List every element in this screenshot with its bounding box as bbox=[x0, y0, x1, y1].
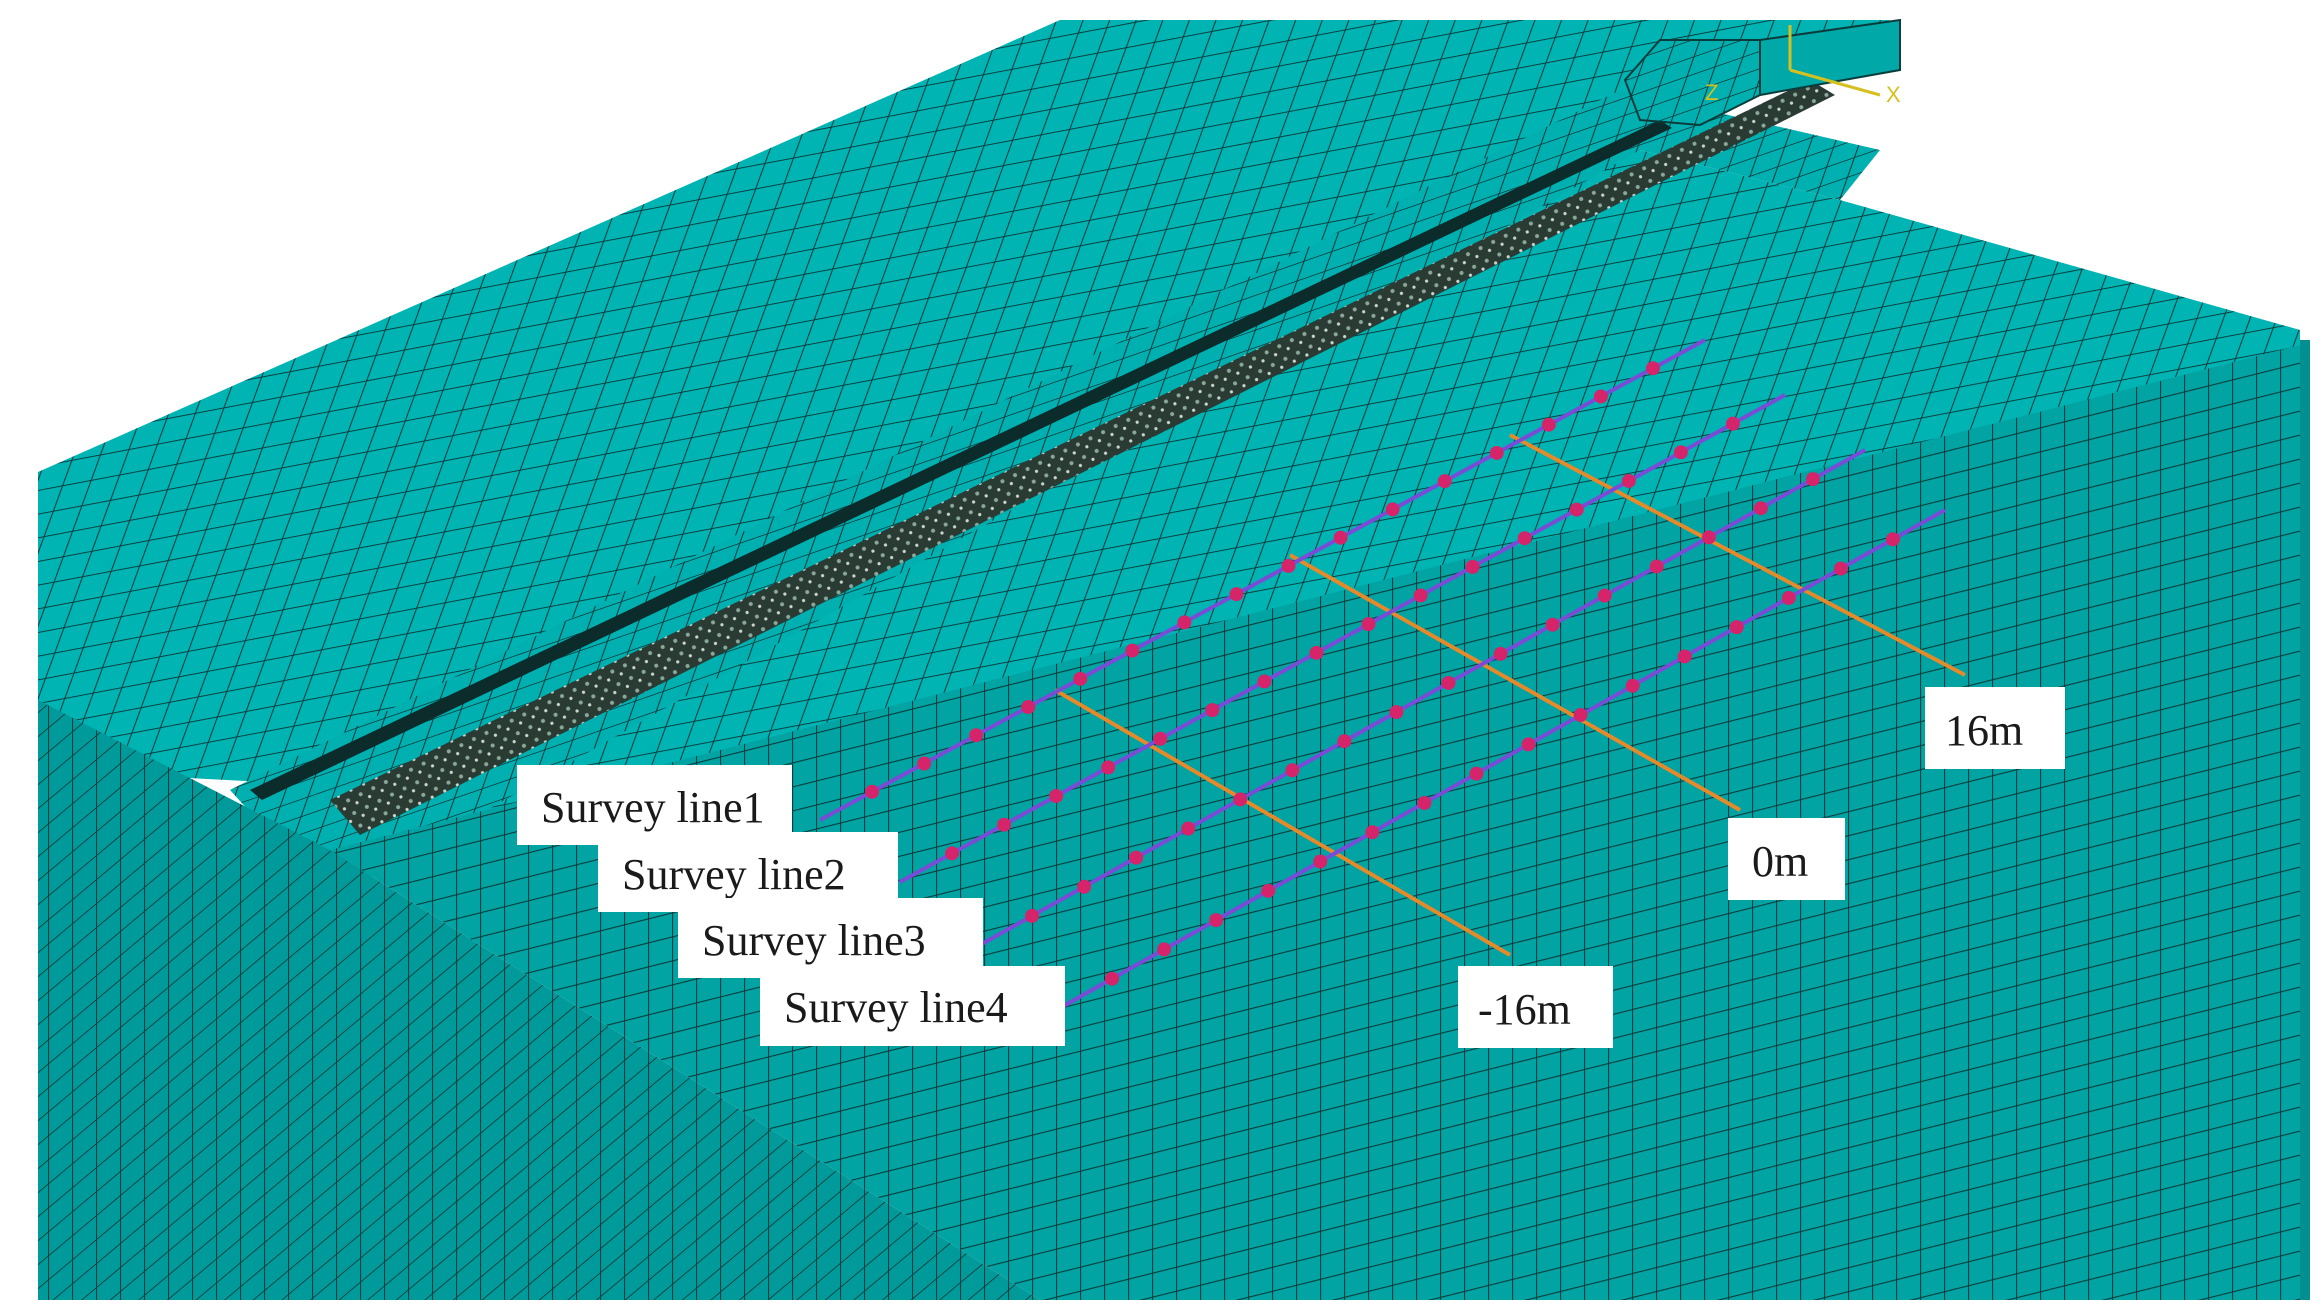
measurement-point bbox=[1645, 361, 1660, 376]
measurement-point bbox=[1545, 617, 1560, 632]
measurement-point bbox=[1233, 792, 1248, 807]
measurement-point bbox=[1049, 789, 1064, 804]
embankment-slope bbox=[230, 90, 1880, 900]
measurement-point bbox=[1649, 559, 1664, 574]
measurement-point bbox=[1753, 501, 1768, 516]
measurement-point bbox=[1833, 561, 1848, 576]
measurement-point bbox=[1105, 971, 1120, 986]
section-line-16 bbox=[1509, 433, 1966, 677]
measurement-point bbox=[1025, 908, 1040, 923]
axis-triad: X Z bbox=[1705, 25, 1901, 107]
axis-z-label: Z bbox=[1705, 80, 1718, 105]
measurement-point bbox=[917, 756, 932, 771]
measurement-point bbox=[1701, 530, 1716, 545]
measurement-point bbox=[1177, 615, 1192, 630]
measurement-point bbox=[1625, 678, 1640, 693]
survey-line3-label: Survey line3 bbox=[702, 916, 926, 965]
measurement-point bbox=[1677, 649, 1692, 664]
measurement-point bbox=[865, 784, 880, 799]
measurement-point bbox=[1333, 530, 1348, 545]
measurement-point bbox=[1593, 389, 1608, 404]
measurement-point bbox=[1209, 913, 1224, 928]
measurement-point bbox=[1573, 708, 1588, 723]
survey-line-labels: Survey line1 Survey line2 Survey line3 S… bbox=[517, 765, 1065, 1046]
measurement-point bbox=[1021, 700, 1036, 715]
measurement-point bbox=[1229, 587, 1244, 602]
section-labels: -16m 0m 16m bbox=[1458, 687, 2065, 1048]
measurement-point bbox=[1805, 472, 1820, 487]
measurement-point bbox=[1493, 646, 1508, 661]
measurement-point bbox=[1385, 502, 1400, 517]
mesh-side-face-right bbox=[2300, 340, 2310, 1300]
measurement-point bbox=[945, 846, 960, 861]
measurement-point bbox=[1781, 590, 1796, 605]
measurement-point bbox=[1517, 531, 1532, 546]
track-gap bbox=[250, 120, 1672, 800]
measurement-point bbox=[1361, 617, 1376, 632]
section-lines bbox=[1053, 433, 1966, 957]
measurement-point bbox=[1101, 760, 1116, 775]
survey-line-3 bbox=[979, 448, 1866, 947]
survey-lines bbox=[819, 338, 1946, 1010]
measurement-point bbox=[1129, 850, 1144, 865]
measurement-point bbox=[1673, 445, 1688, 460]
measurement-point bbox=[1125, 643, 1140, 658]
measurement-point bbox=[1885, 532, 1900, 547]
measurement-point bbox=[1157, 942, 1172, 957]
survey-line-4 bbox=[1059, 508, 1946, 1010]
survey-line1-label: Survey line1 bbox=[541, 783, 765, 832]
railway-track bbox=[330, 80, 1835, 835]
survey-line-2 bbox=[899, 393, 1786, 884]
measurement-point bbox=[1285, 763, 1300, 778]
section-label-0: 0m bbox=[1752, 837, 1808, 886]
measurement-point bbox=[1313, 854, 1328, 869]
mesh-side-face-front bbox=[330, 345, 2300, 1300]
measurement-point bbox=[1729, 620, 1744, 635]
measurement-point bbox=[1621, 473, 1636, 488]
survey-line4-label: Survey line4 bbox=[784, 983, 1008, 1032]
measurement-point bbox=[1181, 821, 1196, 836]
measurement-point bbox=[1569, 502, 1584, 517]
survey-line-1 bbox=[819, 338, 1706, 822]
measurement-point bbox=[1077, 879, 1092, 894]
section-line-minus16 bbox=[1053, 688, 1512, 957]
measurement-point bbox=[1541, 417, 1556, 432]
measurement-point bbox=[1205, 703, 1220, 718]
measurement-point bbox=[1489, 445, 1504, 460]
measurement-point bbox=[1073, 671, 1088, 686]
track-end-block bbox=[1623, 18, 1901, 127]
measurement-point bbox=[1521, 737, 1536, 752]
section-label-minus16: -16m bbox=[1478, 985, 1571, 1034]
measurement-point bbox=[969, 728, 984, 743]
measurement-point bbox=[1465, 559, 1480, 574]
measurement-point bbox=[1389, 705, 1404, 720]
axis-x-label: X bbox=[1886, 82, 1901, 107]
mesh-side-face-left bbox=[38, 700, 1040, 1300]
measurement-point bbox=[1469, 766, 1484, 781]
measurement-point bbox=[997, 817, 1012, 832]
measurement-point bbox=[1417, 795, 1432, 810]
measurement-point bbox=[1261, 883, 1276, 898]
measurement-point bbox=[1597, 588, 1612, 603]
measurement-point bbox=[1337, 734, 1352, 749]
measurement-point bbox=[1153, 731, 1168, 746]
survey-line2-label: Survey line2 bbox=[622, 850, 846, 899]
measurement-point bbox=[1725, 416, 1740, 431]
section-line-0 bbox=[1289, 553, 1741, 812]
measurement-point bbox=[1281, 558, 1296, 573]
section-label-16: 16m bbox=[1945, 706, 2023, 755]
measurement-point bbox=[1309, 645, 1324, 660]
measurement-point bbox=[1257, 674, 1272, 689]
measurement-point bbox=[1413, 588, 1428, 603]
measurement-point bbox=[1365, 825, 1380, 840]
measurement-point bbox=[1437, 474, 1452, 489]
measurement-point bbox=[1441, 675, 1456, 690]
